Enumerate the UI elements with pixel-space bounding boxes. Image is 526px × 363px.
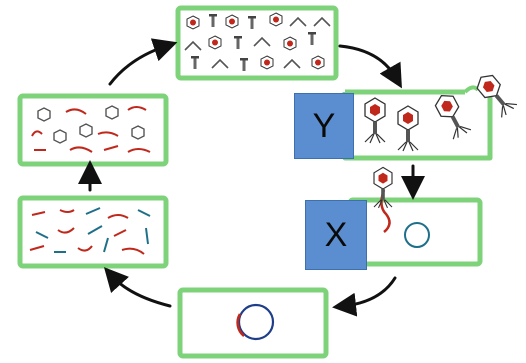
stage-degradation-cell: [17, 195, 169, 269]
arrow-to-attachment: [338, 44, 402, 89]
label-y-box: Y: [294, 93, 354, 159]
cycle-arrows: [78, 38, 425, 317]
label-x-box: X: [305, 200, 367, 270]
arrow-to-circularization: [332, 276, 397, 317]
label-x-text: X: [324, 215, 348, 254]
stage-attachment-cell: [342, 70, 519, 161]
arrow-to-degradation: [103, 267, 172, 308]
stage-assembly-cell: [175, 5, 339, 81]
stage-replication-cell: [17, 93, 169, 167]
arrow-to-assembly: [108, 38, 178, 86]
stage-injection-cell: [347, 166, 483, 267]
stage-circularization-cell: [177, 287, 329, 359]
label-y-text: Y: [312, 106, 336, 145]
